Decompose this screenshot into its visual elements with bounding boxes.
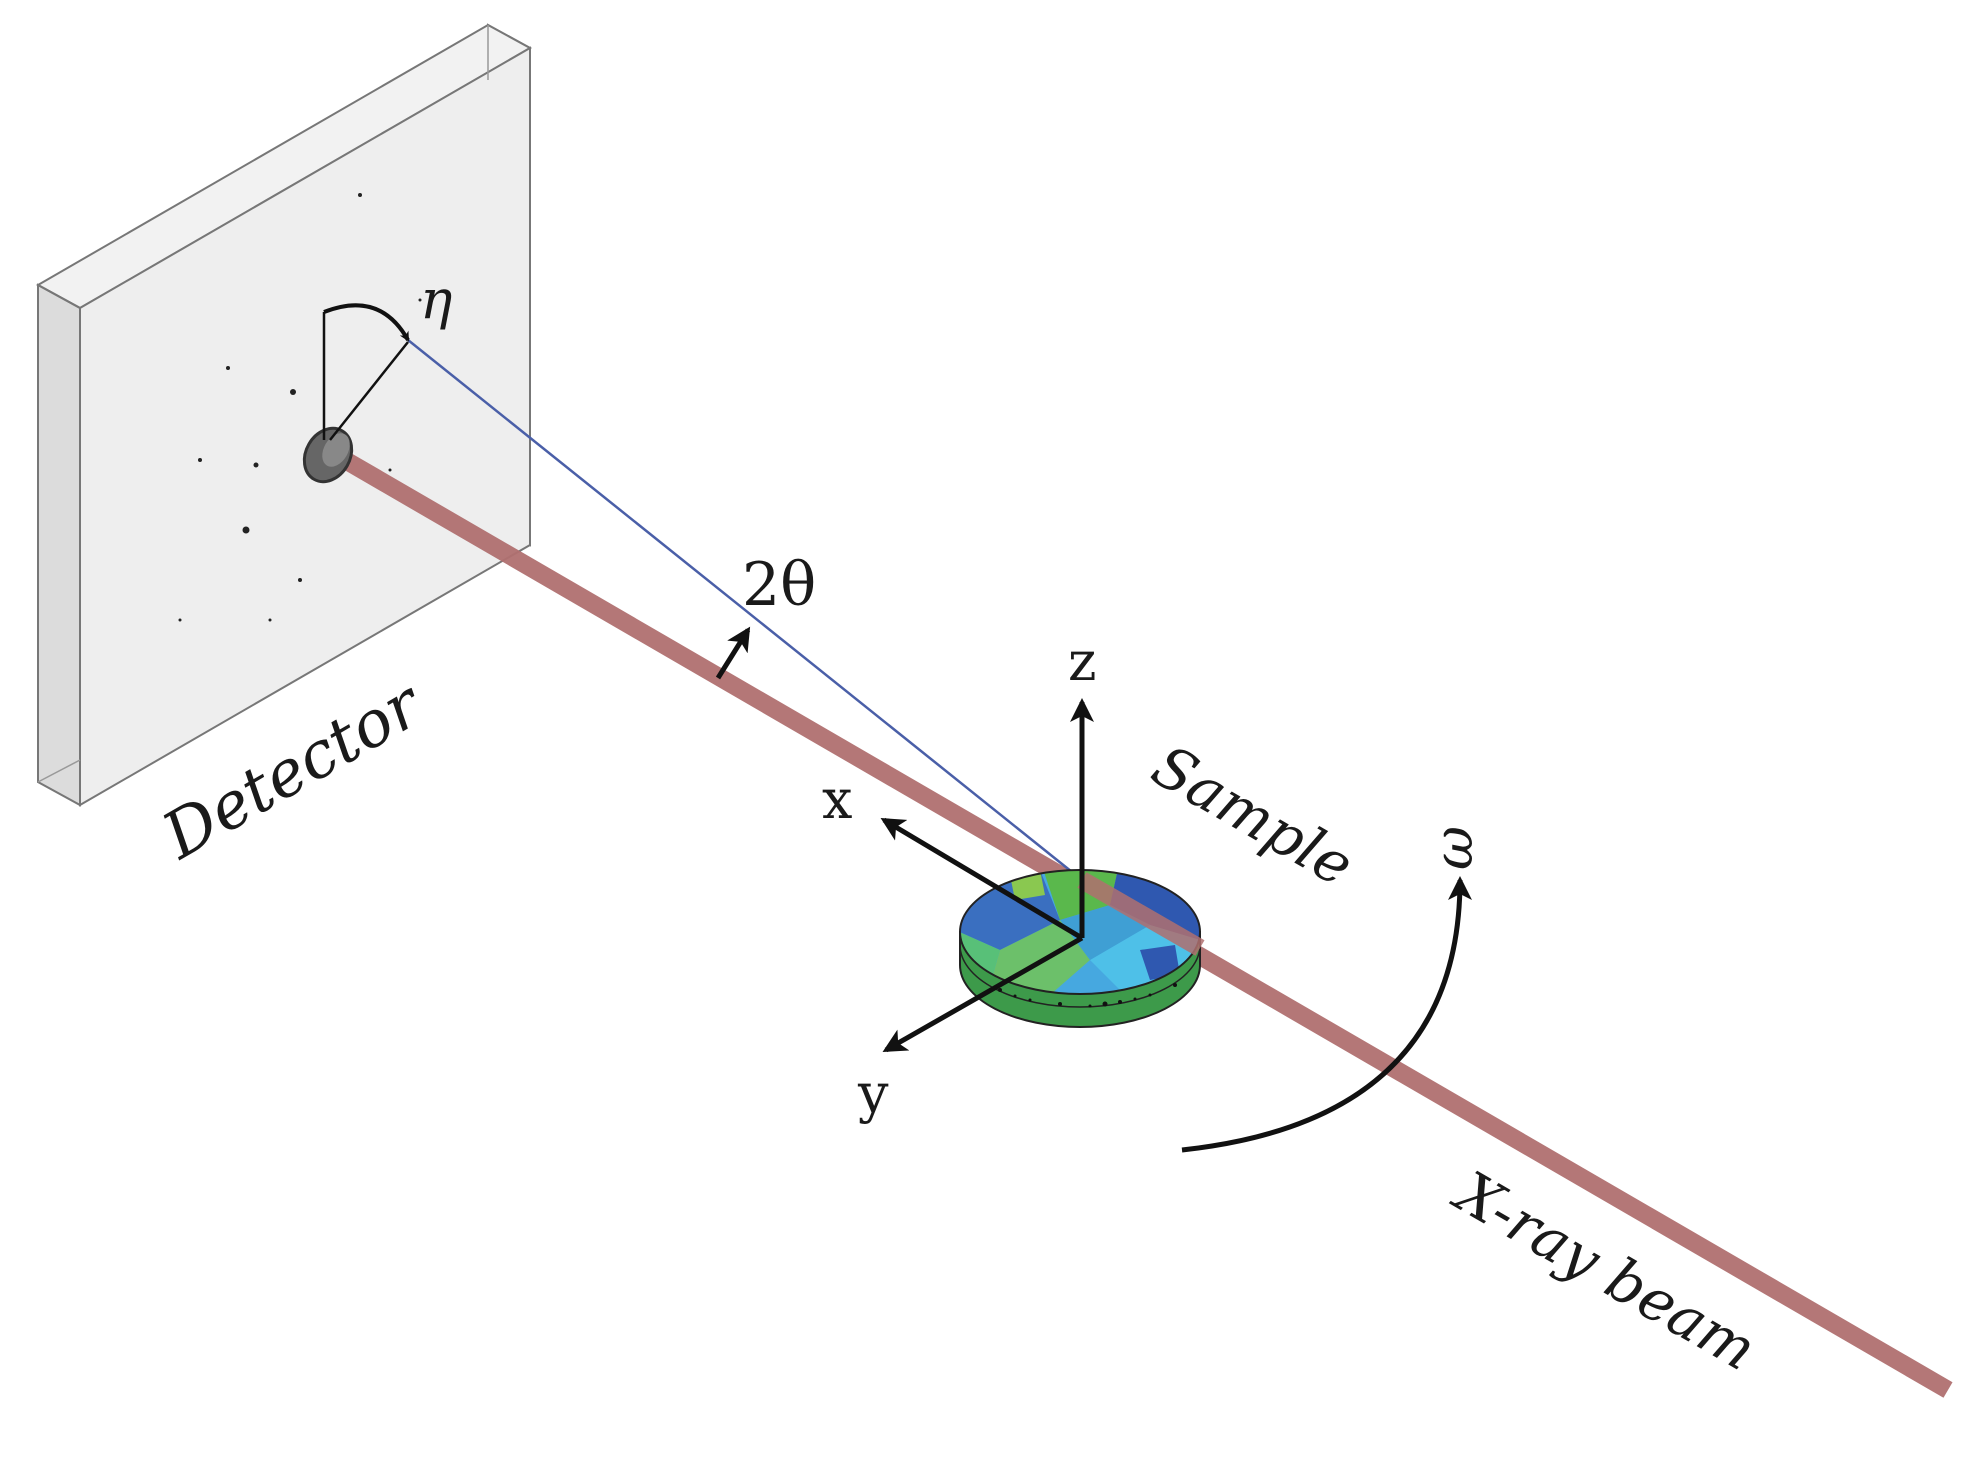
axis-x-label: x [822, 768, 852, 831]
axis-y-line [882, 935, 1084, 1053]
omega-label: ω [1422, 826, 1485, 870]
diffraction-spots [178, 193, 422, 622]
xray-beam-over-sample [1077, 872, 1205, 956]
two-theta-arrow [715, 626, 751, 680]
beam-stop [302, 426, 354, 484]
diffracted-ray [407, 339, 1083, 881]
coordinate-axes [880, 698, 1094, 1053]
detector-left-edge [37, 283, 81, 807]
detector [35, 23, 533, 807]
axis-x-line [880, 817, 1084, 941]
eta-label: η [420, 268, 452, 331]
axis-z-label: z [1068, 630, 1096, 693]
sample-label: Sample [1141, 731, 1365, 900]
eta-angle [322, 303, 410, 441]
axis-y-label: y [857, 1062, 889, 1125]
omega-rotation-arrow [1181, 876, 1472, 1153]
two-theta-label: 2θ [742, 550, 816, 620]
